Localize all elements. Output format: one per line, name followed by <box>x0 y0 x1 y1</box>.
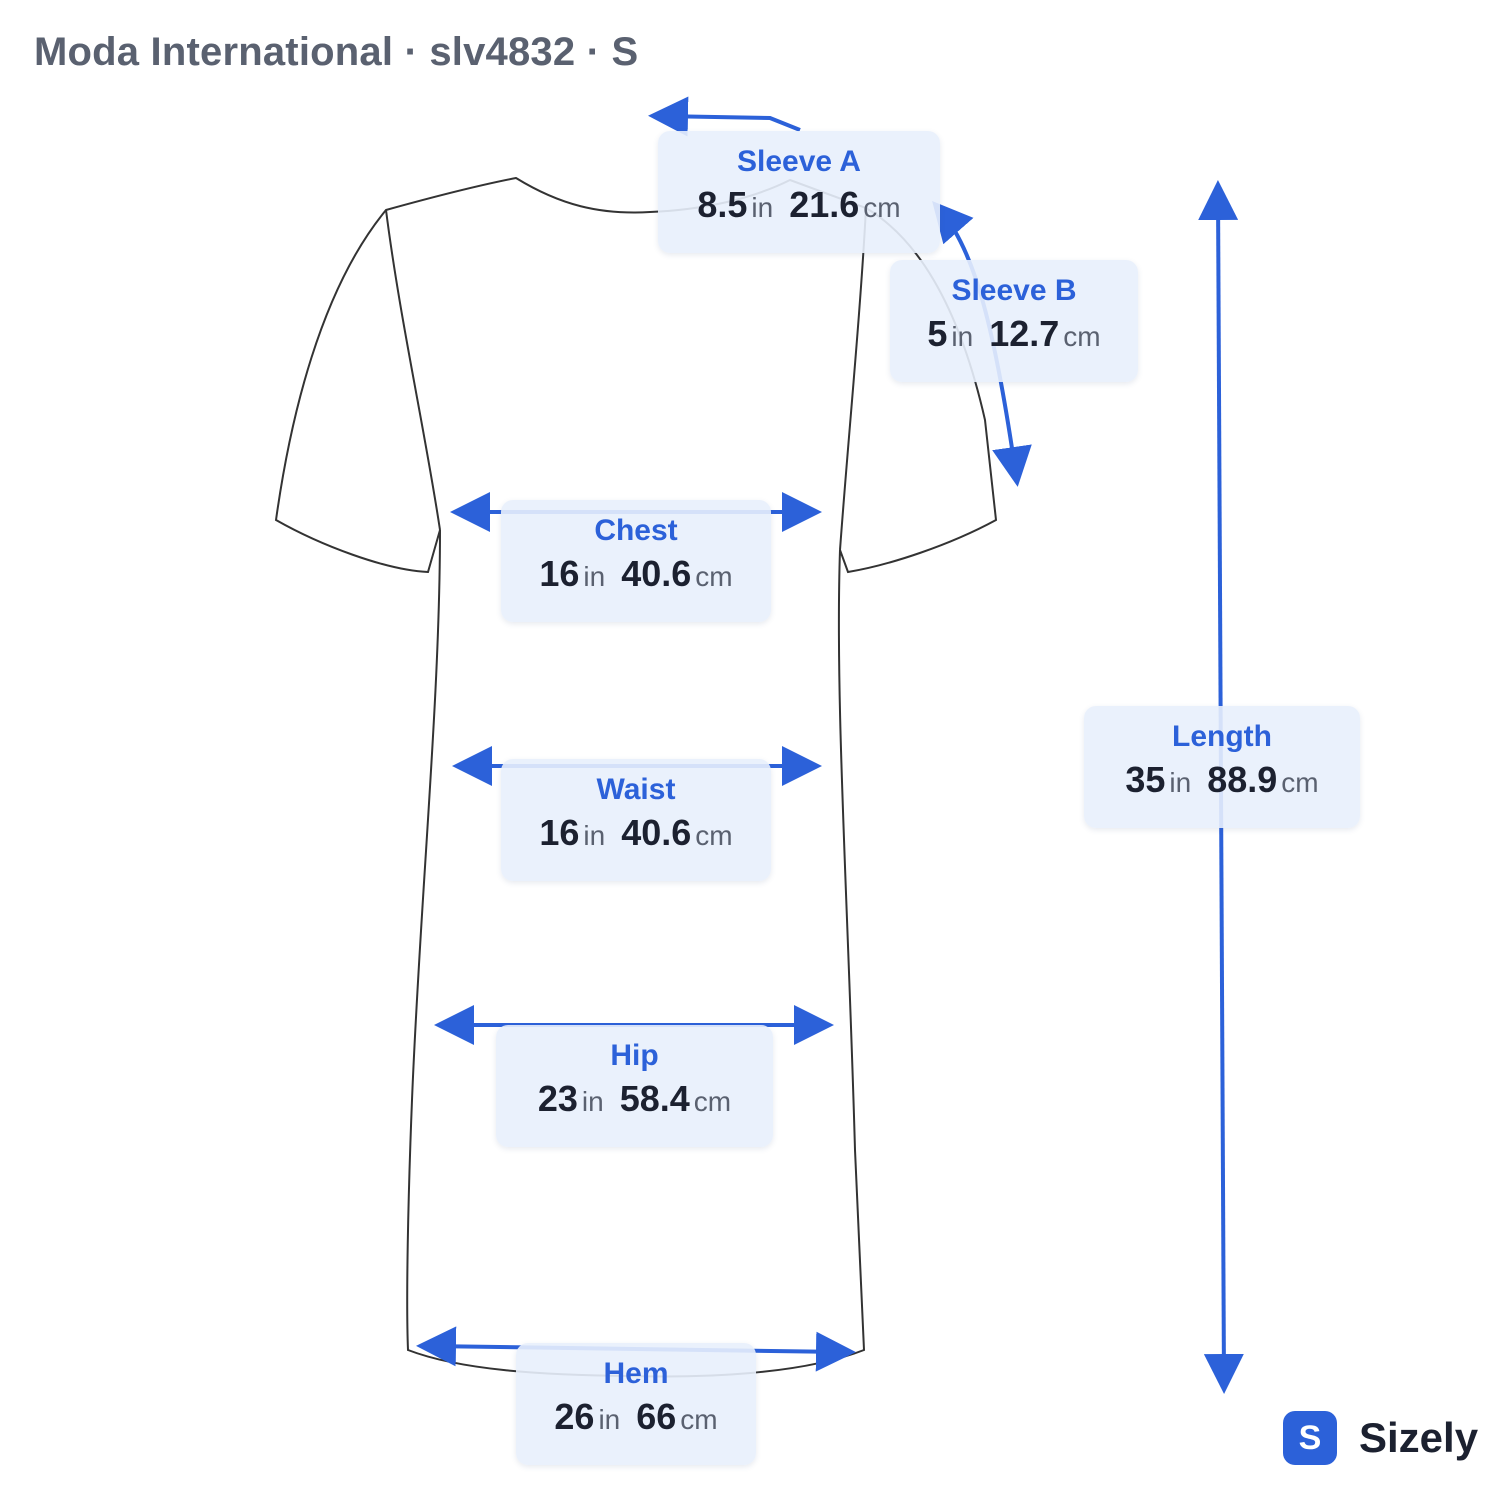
page-title: Moda International · slv4832 · S <box>34 30 639 74</box>
unit-cm: cm <box>695 561 733 592</box>
sleeve-b-in: 5 <box>927 313 948 354</box>
hem-in: 26 <box>554 1396 595 1437</box>
waist-name: Waist <box>596 773 676 806</box>
unit-in: in <box>951 321 974 352</box>
brand-name: Sizely <box>1359 1414 1479 1461</box>
dress-armhole-right <box>839 207 867 551</box>
hip-cm: 58.4 <box>619 1078 690 1119</box>
hip-in: 23 <box>537 1078 578 1119</box>
brand-s-icon: S <box>1283 1411 1337 1465</box>
chest-in: 16 <box>539 553 580 594</box>
unit-in: in <box>583 820 606 851</box>
unit-cm: cm <box>1281 767 1319 798</box>
sleeve-b-cm: 12.7 <box>989 313 1060 354</box>
waist-cm: 40.6 <box>621 812 692 853</box>
sleeve-a-in: 8.5 <box>697 184 748 225</box>
unit-in: in <box>598 1404 621 1435</box>
unit-in: in <box>1169 767 1192 798</box>
sleeve-a-cm: 21.6 <box>789 184 860 225</box>
hem-name: Hem <box>603 1357 669 1390</box>
brand-logo: S Sizely <box>1283 1410 1478 1466</box>
unit-in: in <box>581 1086 604 1117</box>
hem-cm: 66 <box>636 1396 677 1437</box>
sleeve-a-arrow <box>648 96 801 137</box>
length-name: Length <box>1172 720 1272 753</box>
unit-cm: cm <box>680 1404 718 1435</box>
chest-cm: 40.6 <box>621 553 692 594</box>
dress-armhole-left <box>385 209 441 531</box>
unit-in: in <box>583 561 606 592</box>
length-in: 35 <box>1125 759 1166 800</box>
unit-cm: cm <box>693 1086 732 1117</box>
unit-cm: cm <box>695 820 733 851</box>
unit-cm: cm <box>1063 321 1101 352</box>
hip-name: Hip <box>610 1039 659 1072</box>
sleeve-b-name: Sleeve B <box>951 274 1077 307</box>
unit-cm: cm <box>863 192 901 223</box>
unit-in: in <box>751 192 774 223</box>
sleeve-a-name: Sleeve A <box>737 145 861 178</box>
chest-name: Chest <box>594 514 678 547</box>
waist-in: 16 <box>539 812 580 853</box>
length-cm: 88.9 <box>1207 759 1278 800</box>
